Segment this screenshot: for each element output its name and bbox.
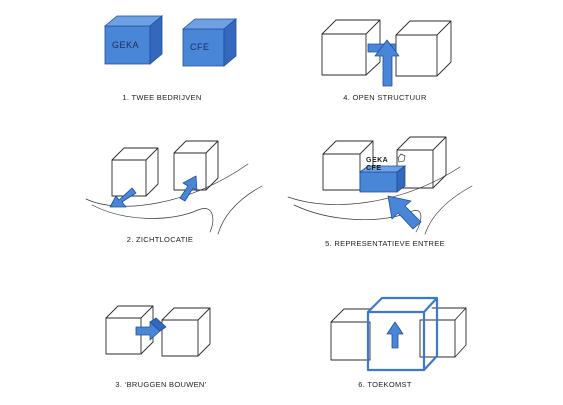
sign-label-line1: GEKA xyxy=(366,157,388,164)
cube-cfe: CFE xyxy=(181,18,238,67)
road-edge xyxy=(85,163,249,207)
caption-panel-1: 1. TWEE BEDRIJVEN xyxy=(122,93,202,102)
road-edge xyxy=(287,166,461,205)
cube-outline-depth xyxy=(396,136,447,189)
caption-panel-5: 5. REPRESENTATIEVE ENTREE xyxy=(325,239,445,248)
caption-panel-2: 2. ZICHTLOCATIE xyxy=(126,235,194,244)
panel-3-bruggen-bouwen xyxy=(105,305,211,357)
cube-outline xyxy=(321,33,367,76)
cube-cfe-label: CFE xyxy=(190,42,210,52)
up-arrow-icon xyxy=(386,321,404,349)
cube-outline xyxy=(161,319,199,357)
cube-outline-depth xyxy=(105,305,154,355)
bridge-arrow-icon xyxy=(135,321,161,341)
cube-outline xyxy=(105,317,142,355)
sign-label-line2: CFE xyxy=(366,165,382,172)
cube-outline xyxy=(330,321,371,361)
caption-panel-4: 4. OPEN STRUCTUUR xyxy=(343,93,427,102)
panel-1-twee-bedrijven: GEKA CFE xyxy=(103,15,238,67)
bridge-arrow-depth xyxy=(149,317,167,332)
cube-geka: GEKA xyxy=(103,15,164,65)
panel-2-zichtlocatie xyxy=(85,140,263,235)
cube-outline xyxy=(322,153,361,191)
entrance-block-side xyxy=(396,165,406,193)
cube-outline-depth xyxy=(161,307,211,357)
cube-outline-depth xyxy=(395,20,452,77)
cube-outline-depth xyxy=(330,308,371,323)
view-arrow-icon xyxy=(179,175,198,202)
caption-panel-3: 3. ‘BRUGGEN BOUWEN’ xyxy=(115,380,207,389)
future-volume-depth xyxy=(366,296,439,372)
road-edge xyxy=(424,185,473,235)
caption-panel-6: 6. TOEKOMST xyxy=(358,380,412,389)
cube-outline xyxy=(395,34,438,77)
entrance-arrow-icon xyxy=(387,195,422,230)
logo-mark-icon xyxy=(397,153,406,163)
up-arrow-icon xyxy=(374,39,400,87)
panel-6-toekomst xyxy=(330,296,467,372)
cube-outline-depth xyxy=(111,147,159,197)
cube-geka-label: GEKA xyxy=(112,40,139,50)
panel-4-open-structuur xyxy=(321,19,452,87)
road-edge xyxy=(217,185,263,235)
entrance-block xyxy=(359,171,398,193)
road-edge xyxy=(91,204,214,233)
cube-outline-depth xyxy=(173,140,219,191)
cube-outline-depth xyxy=(321,19,381,76)
view-arrow-icon xyxy=(109,187,137,208)
cube-outline-depth xyxy=(431,307,467,358)
panel-5-representatieve-entree: GEKA CFE xyxy=(287,136,473,235)
